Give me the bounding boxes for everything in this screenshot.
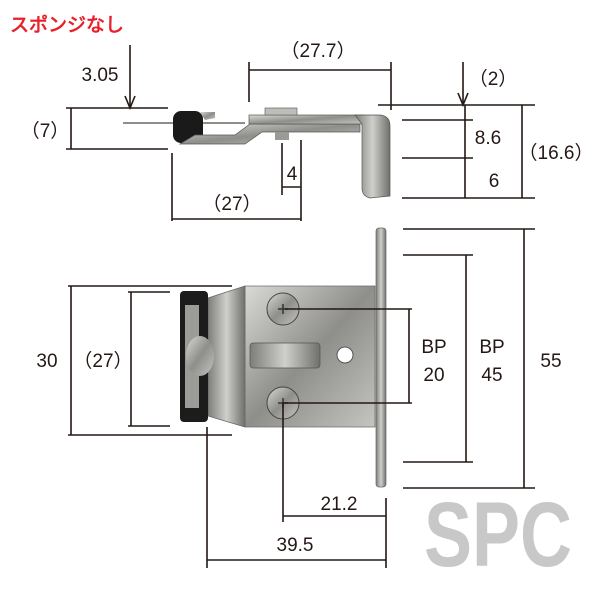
- spc-watermark: SPC: [424, 484, 572, 586]
- dim-27-7: （27.7）: [281, 40, 356, 62]
- dim-4: 4: [287, 164, 298, 185]
- dim-21-2: 21.2: [321, 494, 358, 515]
- dim-2: （2）: [469, 68, 518, 90]
- dim-27-front: （27）: [73, 350, 132, 372]
- dim-55: 55: [540, 351, 561, 372]
- arrow-3-05-icon: [124, 95, 136, 111]
- dim-3-05: 3.05: [82, 65, 119, 86]
- dim-8-6: 8.6: [475, 128, 501, 149]
- bp45-value: 45: [481, 365, 502, 386]
- dim-39-5: 39.5: [277, 535, 314, 556]
- dim-16-6: （16.6）: [519, 142, 594, 164]
- bp20-value: 20: [423, 365, 444, 386]
- top-dimension-lines: [66, 45, 535, 221]
- dim-6: 6: [489, 171, 500, 192]
- bp20-label: BP: [421, 337, 446, 358]
- bp45-label: BP: [479, 337, 504, 358]
- arrow-2-icon: [457, 92, 469, 108]
- no-sponge-label: スポンジなし: [10, 13, 124, 36]
- dim-30: 30: [36, 351, 57, 372]
- dim-27-top: （27）: [202, 193, 261, 215]
- front-dimension-lines: [68, 228, 535, 568]
- dim-7: （7）: [21, 120, 70, 142]
- latch-top-view-photo: [173, 107, 391, 199]
